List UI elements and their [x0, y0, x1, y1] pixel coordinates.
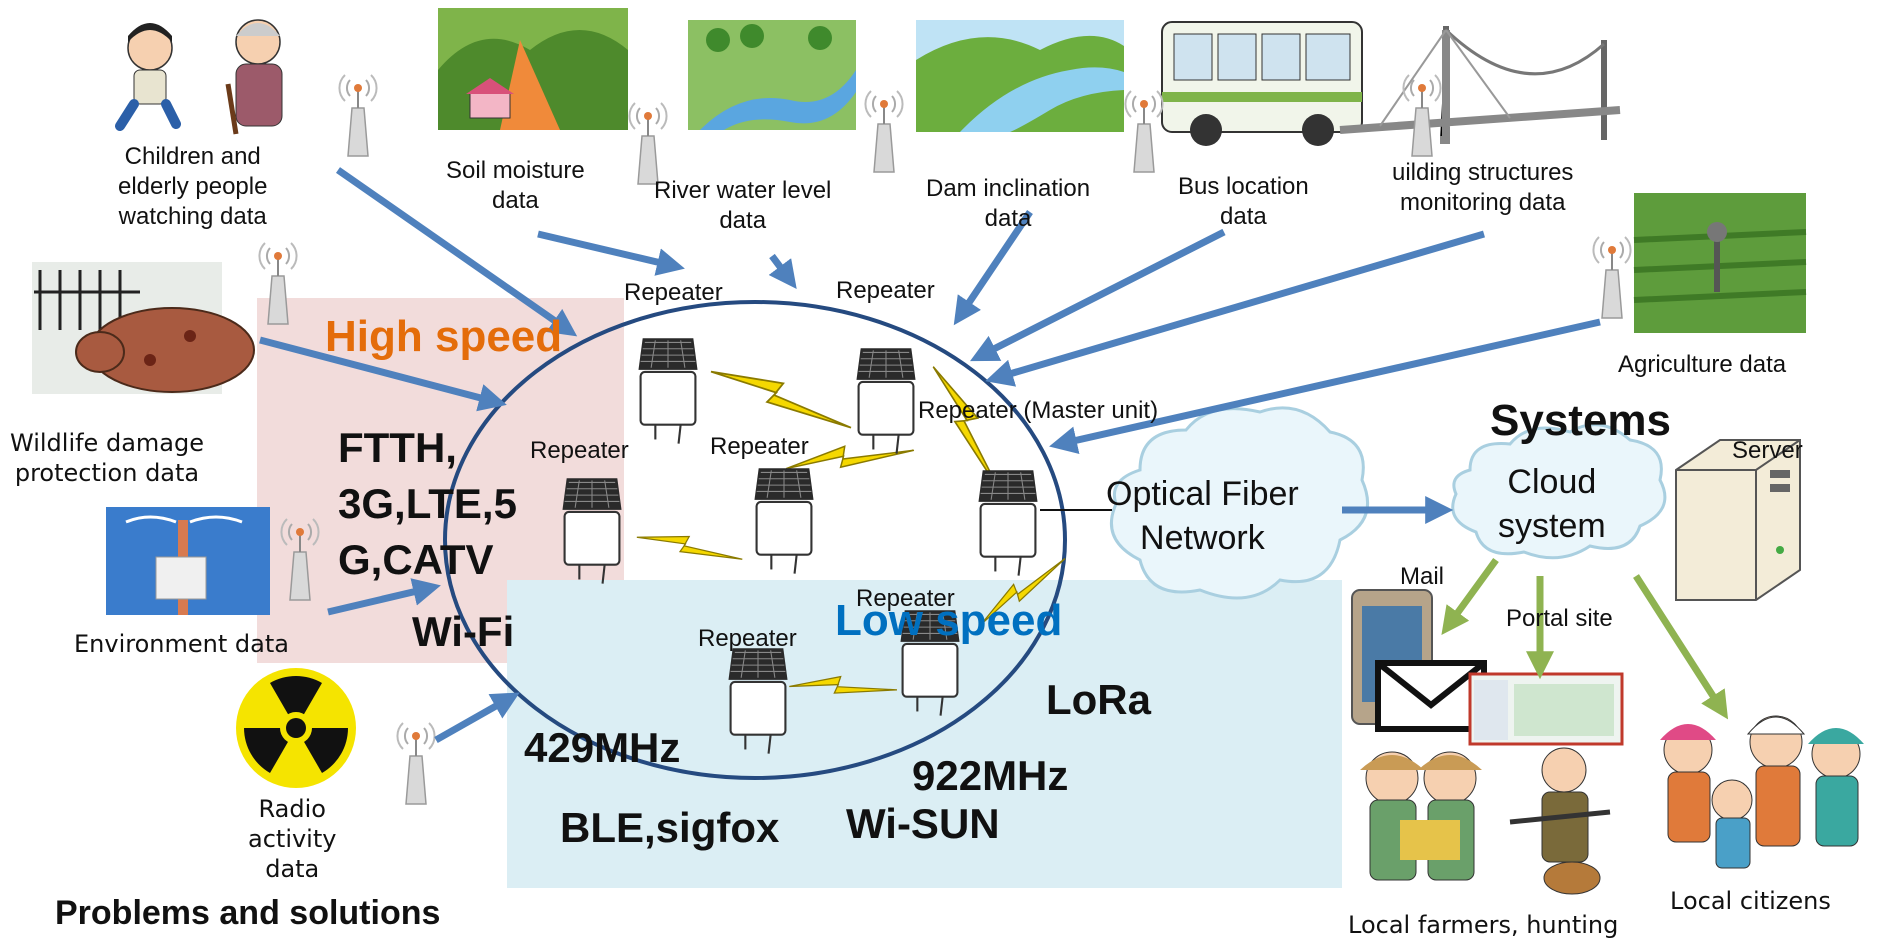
low-speed-lora: LoRa [1046, 676, 1151, 723]
high-speed-wifi: Wi-Fi [412, 608, 515, 655]
antenna-icon-6 [1592, 236, 1632, 319]
delivery-arrows [1441, 557, 1729, 720]
lightning-bolt-4 [635, 518, 744, 578]
label-repeater-5: Repeater [856, 585, 955, 612]
high-speed-tech-list: FTTH, 3G,LTE,5 G,CATV [338, 424, 517, 583]
label-repeater-4: Repeater [710, 433, 809, 460]
soil-moisture-illustration [438, 8, 628, 130]
cloud-system-shape [1451, 423, 1667, 560]
low-speed-429mhz: 429MHz [524, 724, 681, 771]
label-wildlife: Wildlife damage protection data [10, 429, 204, 487]
antenna-icon-2 [628, 102, 668, 185]
antenna-icon-1 [338, 74, 378, 157]
repeater-unit-1 [637, 337, 699, 445]
low-speed-ble-sigfox: BLE,sigfox [560, 804, 780, 851]
problems-solutions-title: Problems and solutions [55, 894, 441, 932]
label-building-structures: uilding structures monitoring data [1392, 159, 1574, 216]
high-speed-title: High speed [325, 312, 563, 361]
farmers-hunter-illustration [1360, 747, 1611, 895]
label-bus-location: Bus location data [1178, 173, 1309, 230]
radiation-symbol [236, 668, 356, 788]
dam-illustration [916, 20, 1124, 132]
environment-illustration [106, 507, 270, 615]
repeater-unit-master [977, 469, 1039, 577]
label-optical-fiber: Optical Fiber Network [1106, 475, 1299, 557]
citizens-illustration [1660, 715, 1864, 869]
low-speed-title: Low speed [835, 596, 1063, 645]
antenna-icon-4 [1124, 90, 1164, 173]
label-repeater-master: Repeater (Master unit) [918, 397, 1159, 424]
antenna-icon-3 [864, 90, 904, 173]
data-flow-arrows [259, 167, 1601, 744]
repeater-unit-2 [855, 347, 917, 455]
label-cloud-system: Cloud system [1498, 463, 1606, 545]
antenna-icon-5 [1402, 74, 1442, 157]
mesh-ellipse [443, 300, 1067, 780]
portal-site-screenshot [1468, 672, 1624, 746]
low-speed-wisun: Wi-SUN [846, 800, 1000, 847]
antenna-icon-9 [396, 722, 436, 805]
label-radio-activity: Radio activity data [248, 795, 337, 883]
antenna-icon-7 [258, 242, 298, 325]
label-mail: Mail [1400, 563, 1445, 590]
wildlife-illustration [32, 262, 255, 394]
systems-title: Systems [1490, 396, 1672, 445]
label-soil-moisture: Soil moisture data [446, 157, 585, 214]
label-dam-inclination: Dam inclination data [926, 175, 1091, 232]
label-environment: Environment data [74, 630, 289, 658]
label-repeater-6: Repeater [698, 625, 797, 652]
label-portal-site: Portal site [1506, 605, 1613, 632]
label-repeater-1: Repeater [624, 279, 723, 306]
label-local-citizens: Local citizens [1670, 887, 1831, 915]
agriculture-illustration [1633, 193, 1807, 333]
repeater-unit-3 [561, 477, 623, 585]
repeater-unit-6 [727, 647, 789, 755]
server-illustration [1675, 439, 1801, 601]
lightning-bolt-6 [788, 651, 898, 725]
bridge-illustration [1339, 26, 1621, 144]
antenna-icon-8 [280, 518, 320, 601]
label-repeater-3: Repeater [530, 437, 629, 464]
low-speed-922mhz: 922MHz [912, 752, 1069, 799]
repeater-unit-4 [753, 467, 815, 575]
children-elderly-illustration [115, 19, 283, 135]
label-server: Server [1732, 437, 1803, 464]
label-children-elderly: Children and elderly people watching dat… [118, 143, 268, 230]
lightning-bolt-1 [709, 370, 853, 429]
mail-envelope-icon [1375, 660, 1487, 732]
label-repeater-2: Repeater [836, 277, 935, 304]
label-agriculture: Agriculture data [1618, 351, 1787, 378]
label-local-farmers: Local farmers, hunting [1348, 911, 1619, 939]
river-illustration [688, 20, 856, 130]
label-river-water: River water level data [654, 177, 832, 234]
bus-illustration [1161, 21, 1363, 146]
